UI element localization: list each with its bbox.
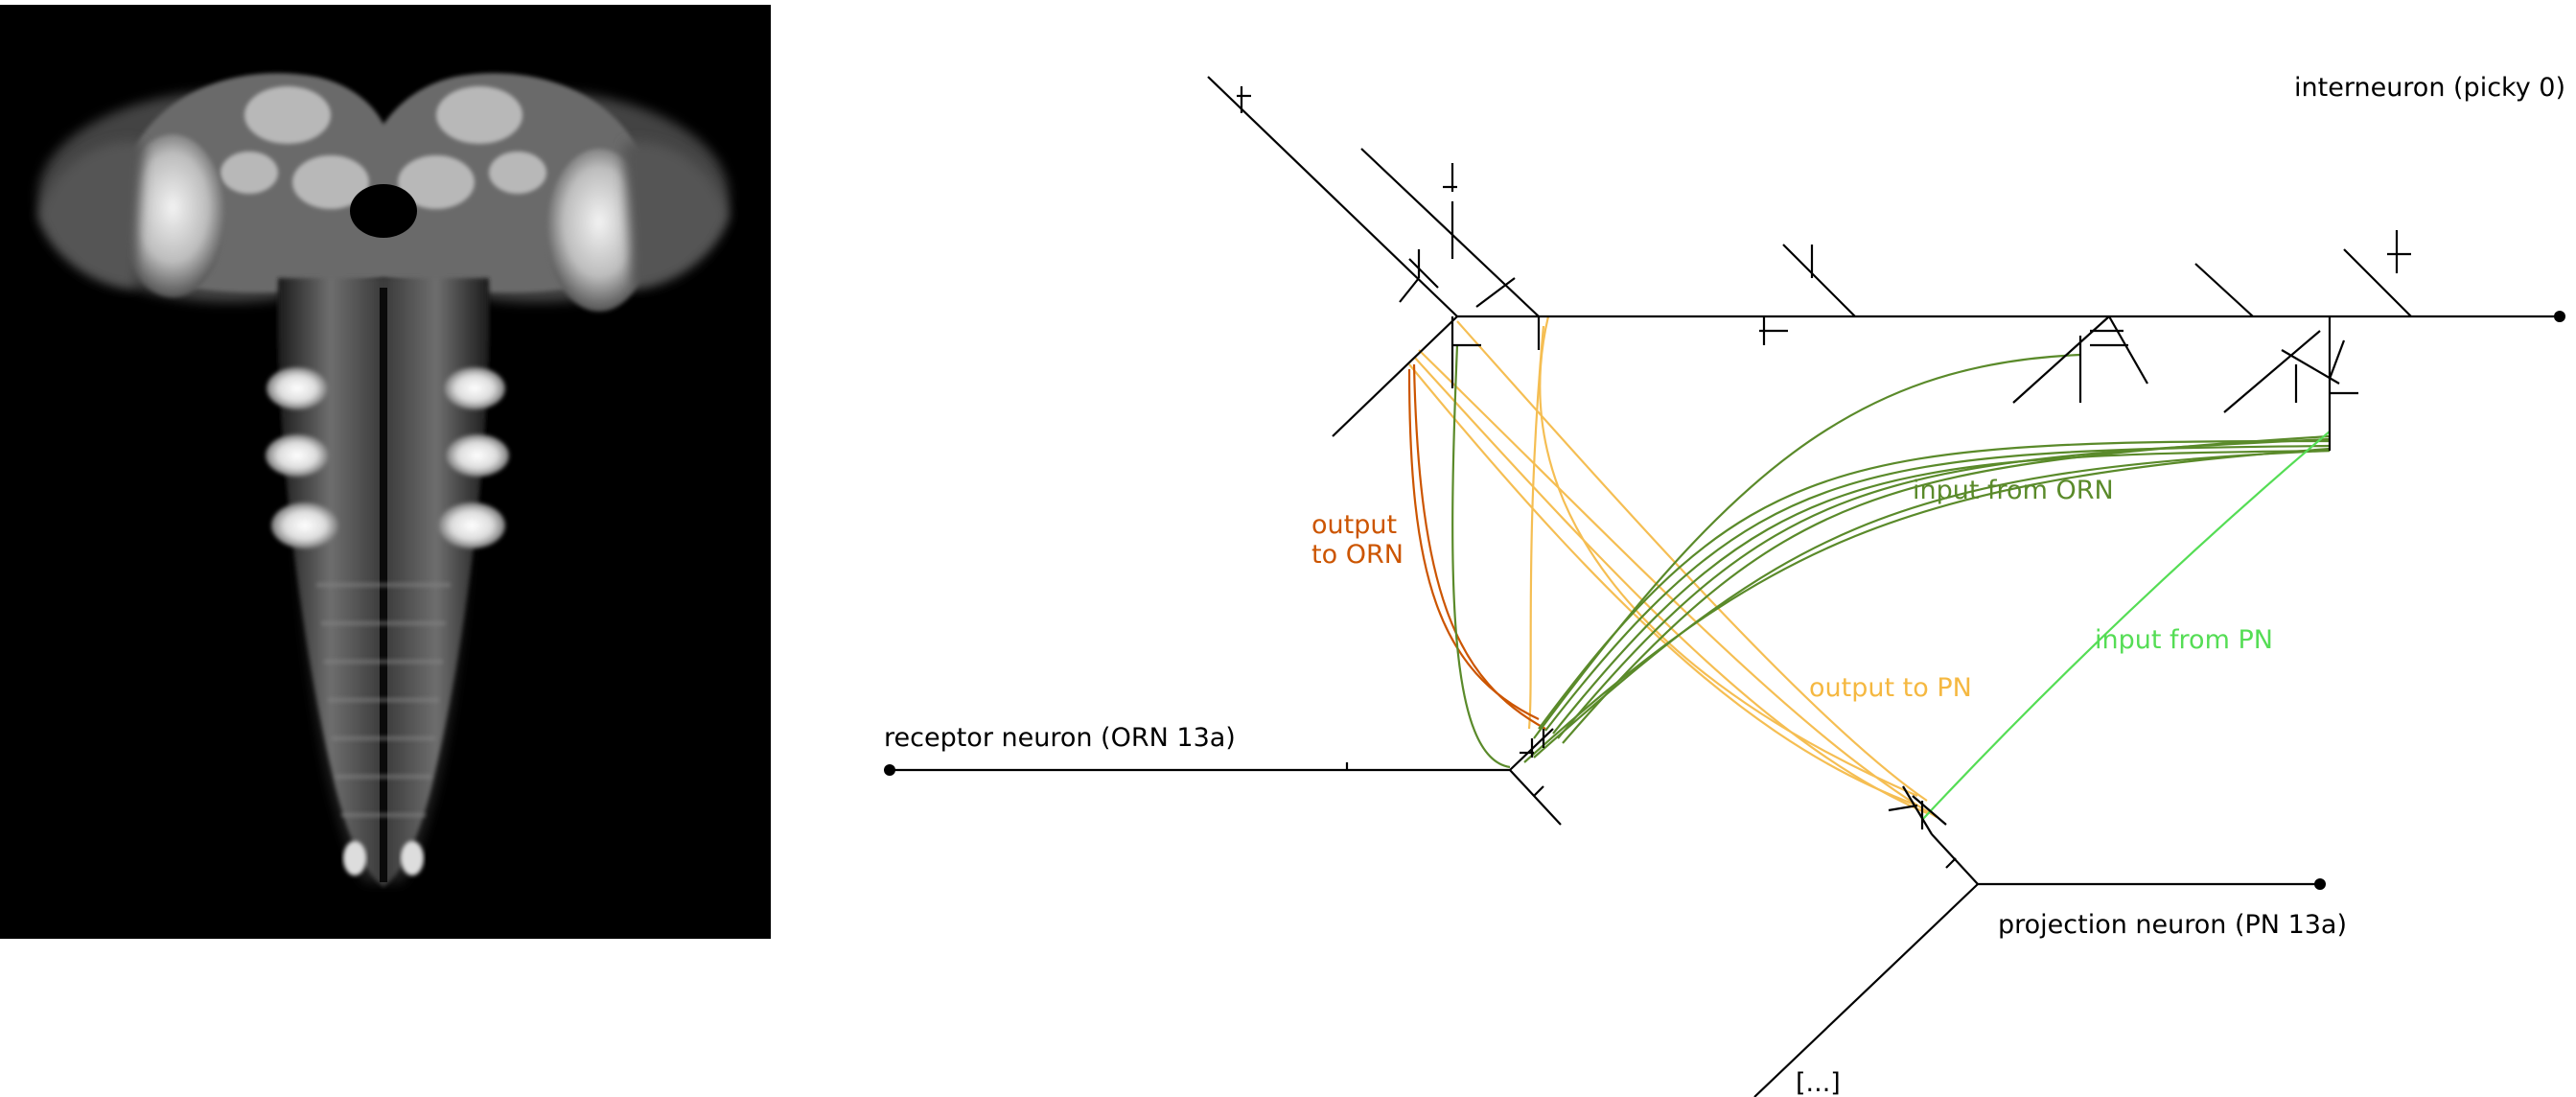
projection-neuron-skeleton xyxy=(1753,785,2320,1097)
label-projection-neuron: projection neuron (PN 13a) xyxy=(1998,910,2347,940)
brain-image xyxy=(0,5,771,939)
label-interneuron: interneuron (picky 0) xyxy=(2294,73,2565,103)
connections-input-from-pn xyxy=(1921,431,2331,821)
label-output-to-orn-line1: output xyxy=(1311,510,1397,540)
projection-terminal-dot xyxy=(2314,878,2326,890)
label-input-from-orn: input from ORN xyxy=(1913,476,2114,505)
interneuron-skeleton xyxy=(1207,76,2560,451)
interneuron-terminal-dot xyxy=(2554,311,2565,322)
label-receptor-neuron: receptor neuron (ORN 13a) xyxy=(884,723,1236,753)
connections-output-to-pn xyxy=(1408,315,1938,818)
label-output-to-orn-line2: to ORN xyxy=(1311,540,1404,570)
receptor-neuron-skeleton xyxy=(890,728,1562,826)
connections-input-from-orn xyxy=(1451,344,2331,769)
receptor-terminal-dot xyxy=(884,764,895,776)
label-output-to-pn: output to PN xyxy=(1809,673,1972,703)
connections-output-to-orn xyxy=(1407,363,1546,730)
label-input-from-pn: input from PN xyxy=(2095,625,2273,655)
label-continuation: [...] xyxy=(1796,1068,1841,1097)
